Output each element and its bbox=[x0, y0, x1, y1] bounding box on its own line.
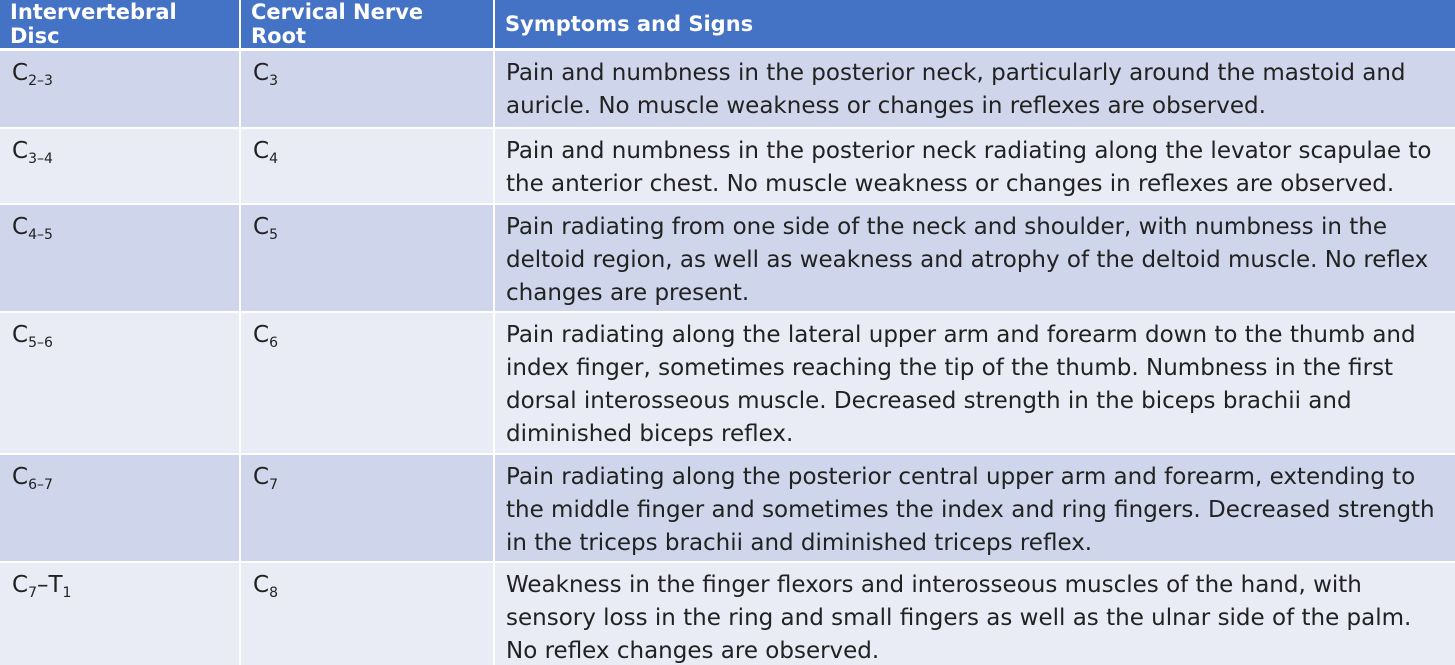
root-subscript: 4 bbox=[269, 150, 278, 167]
root-cell: C7 bbox=[240, 453, 495, 563]
disc-subscript: 2–3 bbox=[28, 73, 53, 89]
symptoms-cell: Pain radiating along the lateral upper a… bbox=[494, 311, 1455, 455]
root-base: C bbox=[253, 60, 270, 86]
disc-subscript: 6–7 bbox=[28, 476, 53, 493]
disc-cell: C6–7 bbox=[0, 453, 241, 563]
disc-subscript-second: 1 bbox=[62, 584, 72, 601]
root-base: C bbox=[253, 463, 270, 490]
disc-subscript: 4–5 bbox=[28, 226, 53, 243]
root-cell: C3 bbox=[240, 49, 495, 129]
root-base: C bbox=[253, 137, 270, 164]
table-row: C6–7 C7 Pain radiating along the posteri… bbox=[0, 453, 1455, 563]
disc-cell: C5–6 bbox=[0, 311, 241, 455]
disc-base: C bbox=[12, 321, 29, 348]
disc-cell: C3–4 bbox=[0, 127, 241, 205]
root-subscript: 7 bbox=[269, 476, 278, 493]
disc-cell: C7–T1 bbox=[0, 561, 241, 665]
disc-cell: C2–3 bbox=[0, 49, 241, 129]
disc-cell: C4–5 bbox=[0, 203, 241, 313]
symptoms-cell: Weakness in the finger flexors and inter… bbox=[494, 561, 1455, 665]
table-row: C3–4 C4 Pain and numbness in the posteri… bbox=[0, 127, 1455, 205]
symptoms-cell: Pain radiating along the posterior centr… bbox=[494, 453, 1455, 563]
root-base: C bbox=[253, 213, 270, 240]
root-base: C bbox=[253, 571, 270, 598]
header-row: Intervertebral Disc Cervical Nerve Root … bbox=[0, 0, 1455, 51]
table-row: C2–3 C3 Pain and numbness in the posteri… bbox=[0, 49, 1455, 129]
disc-subscript: 5–6 bbox=[28, 334, 53, 351]
disc-base: C bbox=[12, 213, 29, 240]
root-cell: C4 bbox=[240, 127, 495, 205]
table-row: C7–T1 C8 Weakness in the finger flexors … bbox=[0, 561, 1455, 665]
disc-subscript: 3–4 bbox=[28, 150, 53, 167]
root-subscript: 3 bbox=[269, 73, 278, 89]
header-cervical-nerve-root: Cervical Nerve Root bbox=[240, 0, 495, 51]
symptoms-cell: Pain and numbness in the posterior neck … bbox=[494, 127, 1455, 205]
root-cell: C6 bbox=[240, 311, 495, 455]
root-cell: C5 bbox=[240, 203, 495, 313]
symptoms-cell: Pain and numbness in the posterior neck,… bbox=[494, 49, 1455, 129]
disc-base: C bbox=[12, 137, 29, 164]
symptoms-cell: Pain radiating from one side of the neck… bbox=[494, 203, 1455, 313]
table-row: C4–5 C5 Pain radiating from one side of … bbox=[0, 203, 1455, 313]
root-subscript: 6 bbox=[269, 334, 278, 351]
root-base: C bbox=[253, 321, 270, 348]
root-subscript: 8 bbox=[269, 584, 278, 601]
header-intervertebral-disc: Intervertebral Disc bbox=[0, 0, 241, 51]
disc-base: C bbox=[12, 571, 29, 598]
disc-subscript: 7 bbox=[28, 584, 37, 601]
table-row: C5–6 C6 Pain radiating along the lateral… bbox=[0, 311, 1455, 455]
root-subscript: 5 bbox=[269, 226, 278, 243]
disc-base-second: –T bbox=[36, 571, 63, 598]
root-cell: C8 bbox=[240, 561, 495, 665]
header-symptoms-and-signs: Symptoms and Signs bbox=[494, 0, 1455, 51]
disc-base: C bbox=[12, 60, 29, 86]
disc-base: C bbox=[12, 463, 29, 490]
